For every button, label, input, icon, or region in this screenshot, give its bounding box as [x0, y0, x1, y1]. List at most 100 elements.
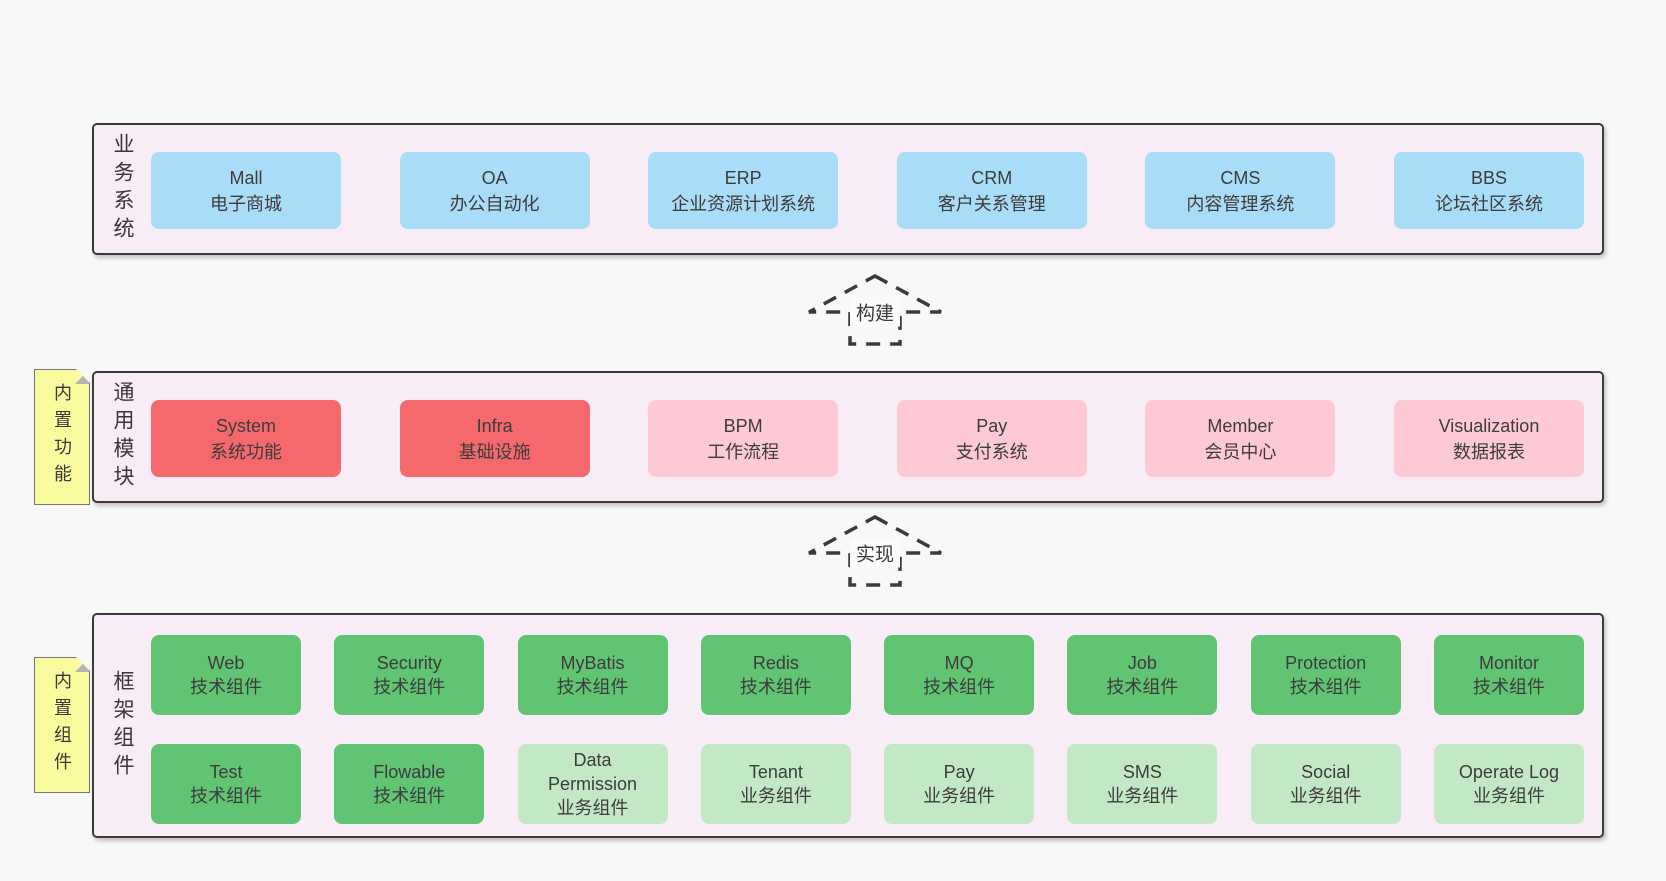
component-box-data-permission: Data Permission 业务组件: [517, 744, 668, 824]
box-subtitle: 技术组件: [190, 786, 262, 806]
system-box-crm: CRM 客户关系管理: [896, 152, 1087, 229]
box-subtitle: 技术组件: [739, 677, 812, 697]
box-title: Test: [209, 762, 243, 782]
box-subtitle: 技术组件: [1289, 677, 1362, 697]
box-title: Job: [1127, 653, 1157, 673]
box-subtitle: 会员中心: [1204, 441, 1277, 462]
box-subtitle: 技术组件: [373, 677, 446, 697]
business-row: Mall 电子商城 OA 办公自动化 ERP 企业资源计划系统 CRM 客户关系…: [151, 152, 1584, 229]
box-title: Pay: [976, 415, 1008, 436]
box-subtitle: 内容管理系统: [1186, 193, 1295, 214]
box-subtitle: 技术组件: [556, 677, 629, 697]
box-subtitle: 系统功能: [210, 441, 282, 462]
component-box-security: Security 技术组件: [334, 635, 485, 715]
box-subtitle: 业务组件: [923, 786, 996, 806]
box-subtitle: 业务组件: [1289, 786, 1362, 806]
system-box-erp: ERP 企业资源计划系统: [648, 152, 839, 229]
box-title: Social: [1301, 762, 1351, 782]
dashed-up-arrow-icon: [808, 515, 942, 587]
framework-components-layer: 框架组件 Web 技术组件 Security 技术组件 MyBatis 技术组件…: [92, 613, 1604, 838]
module-box-member: Member 会员中心: [1145, 400, 1336, 477]
builtin-components-note-text: 内置组件: [52, 671, 72, 779]
module-box-infra: Infra 基础设施: [399, 400, 590, 477]
implement-arrow-label: 实现: [849, 538, 901, 568]
box-subtitle: 技术组件: [373, 786, 446, 806]
box-title: Mall: [229, 167, 263, 188]
box-subtitle: 客户关系管理: [937, 193, 1046, 214]
box-subtitle: 企业资源计划系统: [671, 193, 816, 214]
business-systems-layer: 业务系统 Mall 电子商城 OA 办公自动化 ERP 企业资源计划系统 CRM…: [92, 123, 1604, 255]
box-title: OA: [481, 167, 508, 188]
box-title: CMS: [1220, 167, 1261, 188]
builtin-features-note-text: 内置功能: [52, 383, 72, 491]
component-box-protection: Protection 技术组件: [1250, 635, 1401, 715]
component-box-flowable: Flowable 技术组件: [334, 744, 485, 824]
component-box-social: Social 业务组件: [1250, 744, 1401, 824]
box-title: BBS: [1470, 167, 1507, 188]
box-title: System: [215, 415, 276, 436]
module-box-visualization: Visualization 数据报表: [1393, 400, 1584, 477]
box-title: CRM: [971, 167, 1013, 188]
components-layer-label: 框架组件: [111, 669, 134, 782]
box-title: Operate Log: [1458, 762, 1559, 782]
module-box-system: System 系统功能: [151, 400, 341, 477]
system-box-bbs: BBS 论坛社区系统: [1393, 152, 1584, 229]
modules-row: System 系统功能 Infra 基础设施 BPM 工作流程 Pay 支付系统…: [151, 400, 1584, 477]
common-modules-layer: 通用模块 System 系统功能 Infra 基础设施 BPM 工作流程 Pay…: [92, 371, 1604, 503]
box-subtitle: 基础设施: [458, 441, 531, 462]
box-subtitle: 支付系统: [955, 441, 1028, 462]
box-title: MQ: [944, 653, 974, 673]
system-box-oa: OA 办公自动化: [399, 152, 590, 229]
box-subtitle: 数据报表: [1452, 441, 1525, 462]
box-title: Pay: [943, 762, 975, 782]
box-title: Flowable: [373, 762, 446, 782]
component-box-mybatis: MyBatis 技术组件: [517, 635, 668, 715]
component-box-redis: Redis 技术组件: [700, 635, 851, 715]
box-subtitle: 技术组件: [923, 677, 996, 697]
system-box-cms: CMS 内容管理系统: [1145, 152, 1336, 229]
box-subtitle: 技术组件: [1472, 677, 1545, 697]
component-box-mq: MQ 技术组件: [884, 635, 1035, 715]
box-title: ERP: [724, 167, 762, 188]
box-title: Visualization: [1438, 415, 1540, 436]
box-subtitle: 业务组件: [556, 798, 629, 818]
box-subtitle: 电子商城: [210, 193, 282, 214]
box-subtitle: 工作流程: [707, 441, 780, 462]
build-arrow-label: 构建: [849, 297, 901, 327]
build-arrow: 构建: [807, 274, 943, 346]
component-box-sms: SMS 业务组件: [1067, 744, 1218, 824]
builtin-components-note: 内置组件: [34, 657, 90, 793]
box-subtitle: 业务组件: [1106, 786, 1179, 806]
box-title: Security: [376, 653, 442, 673]
box-title: Infra: [476, 415, 513, 436]
modules-layer-label: 通用模块: [111, 381, 134, 493]
box-title: Data Permission: [548, 750, 638, 794]
system-box-mall: Mall 电子商城: [151, 152, 341, 229]
box-title: Web: [207, 653, 245, 673]
box-title: BPM: [723, 415, 763, 436]
component-box-tenant: Tenant 业务组件: [700, 744, 851, 824]
components-row-2: Test 技术组件 Flowable 技术组件 Data Permission …: [151, 744, 1584, 824]
box-title: Protection: [1285, 653, 1367, 673]
box-subtitle: 业务组件: [739, 786, 812, 806]
component-box-pay: Pay 业务组件: [884, 744, 1035, 824]
component-box-monitor: Monitor 技术组件: [1433, 635, 1584, 715]
box-title: SMS: [1122, 762, 1162, 782]
box-title: MyBatis: [560, 653, 625, 673]
box-title: Member: [1207, 415, 1274, 436]
component-box-test: Test 技术组件: [151, 744, 301, 824]
component-box-operate-log: Operate Log 业务组件: [1433, 744, 1584, 824]
business-layer-label: 业务系统: [111, 133, 134, 245]
module-box-bpm: BPM 工作流程: [648, 400, 839, 477]
dashed-up-arrow-icon: [808, 274, 942, 346]
box-subtitle: 技术组件: [190, 677, 262, 697]
box-subtitle: 办公自动化: [449, 193, 540, 214]
box-title: Redis: [752, 653, 799, 673]
component-box-job: Job 技术组件: [1067, 635, 1218, 715]
box-title: Monitor: [1478, 653, 1539, 673]
builtin-features-note: 内置功能: [34, 369, 90, 505]
components-row-1: Web 技术组件 Security 技术组件 MyBatis 技术组件 Redi…: [151, 635, 1584, 715]
implement-arrow: 实现: [807, 515, 943, 587]
box-subtitle: 技术组件: [1106, 677, 1179, 697]
box-subtitle: 论坛社区系统: [1434, 193, 1543, 214]
